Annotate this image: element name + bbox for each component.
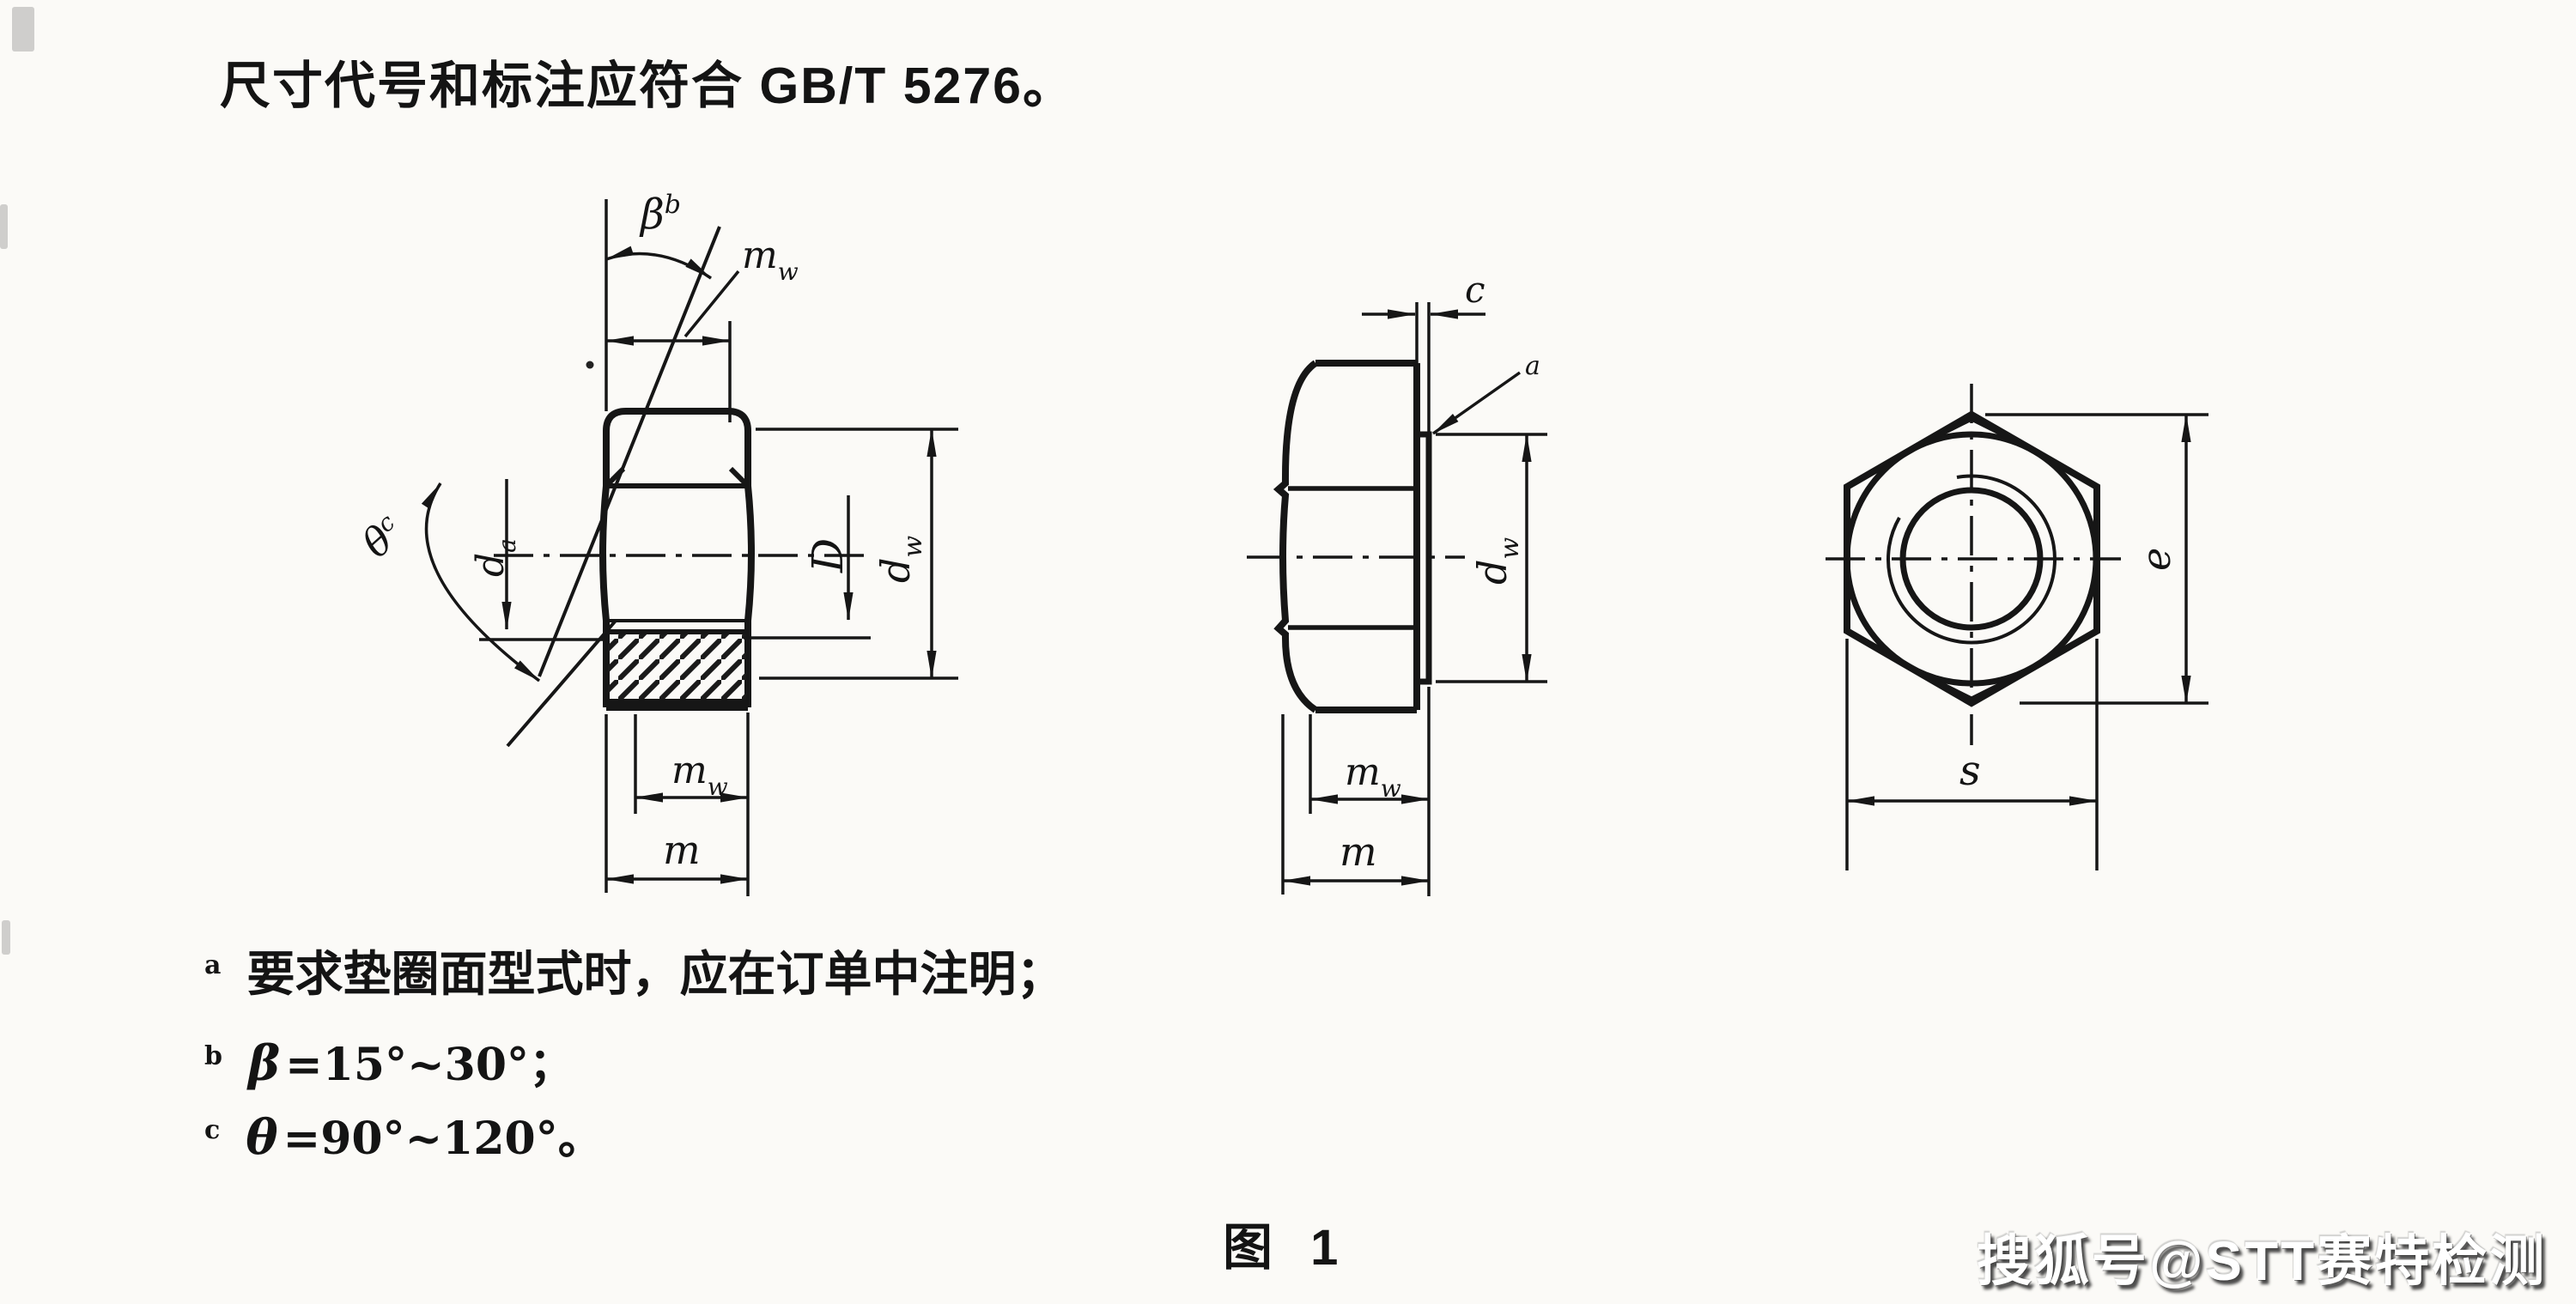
middle-view-edges	[1288, 486, 1417, 630]
footnote-a-marker: a	[204, 950, 222, 981]
label-c: c	[1465, 269, 1485, 311]
footnote-b-marker: b	[204, 1040, 222, 1071]
figure-caption: 图 1	[1223, 1220, 1351, 1276]
label-D: D	[803, 538, 853, 573]
label-s: s	[1959, 747, 1981, 795]
thread-arc	[1886, 474, 2057, 645]
label-mw-top: mw	[742, 234, 799, 286]
chamfer-slant-line	[538, 226, 721, 677]
label-m-left: m	[663, 827, 701, 873]
label-mw-bottom-left: mw	[671, 749, 728, 801]
section-hatch	[608, 634, 746, 700]
middle-view-dimensions	[1281, 302, 1547, 896]
middle-view-outline	[1273, 360, 1420, 713]
label-da: da	[469, 538, 521, 577]
scan-speck	[12, 7, 34, 52]
footnote-a-text: 要求垫圈面型式时，应在订单中注明；	[246, 947, 1065, 1001]
left-view-section	[421, 199, 958, 896]
footnote-a: a 要求垫圈面型式时，应在订单中注明；	[204, 936, 1064, 1005]
scan-speck	[0, 204, 8, 249]
label-dw-middle: dw	[1469, 537, 1525, 585]
label-beta: βb	[639, 190, 681, 239]
footnote-b-variable: β	[247, 1035, 281, 1092]
label-e: e	[2133, 548, 2179, 571]
footnote-b-value: =15°~30°；	[285, 1039, 574, 1091]
left-view-outline	[599, 408, 755, 711]
label-mw-middle: mw	[1345, 750, 1401, 803]
right-view	[1826, 384, 2208, 870]
scan-dot	[586, 361, 594, 369]
footnote-c-value: =90°~120°。	[283, 1113, 603, 1165]
label-dw-left: dw	[872, 536, 928, 583]
right-view-dimensions	[1845, 413, 2208, 870]
scan-speck	[2, 920, 10, 955]
label-theta: θc	[353, 507, 412, 567]
middle-view	[1247, 302, 1547, 896]
label-m-middle: m	[1340, 828, 1377, 875]
footnote-c-variable: θ	[246, 1109, 278, 1166]
footnote-c-marker: c	[204, 1114, 221, 1145]
intro-sentence: 尺寸代号和标注应符合 GB/T 5276。	[220, 58, 1075, 114]
left-view-dimensions	[421, 199, 958, 896]
centerlines	[1826, 384, 2121, 745]
label-washer-ref-a: a	[1525, 351, 1540, 381]
countersink-slant-line	[506, 619, 617, 748]
watermark-text: 搜狐号@STT赛特检测	[1977, 1230, 2548, 1292]
